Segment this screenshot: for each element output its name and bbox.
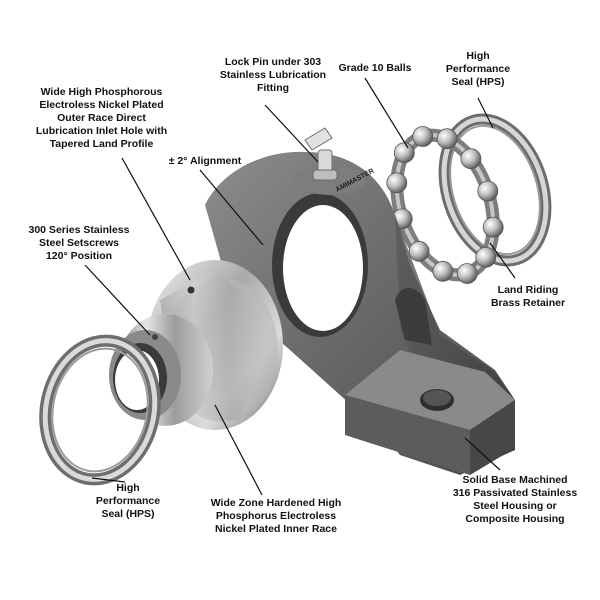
label-alignment: ± 2° Alignment: [168, 155, 242, 167]
leader-setscrews: [84, 264, 151, 336]
leader-alignment: [199, 169, 264, 246]
leader-lines: [84, 77, 516, 496]
label-seal-right: High Performance Seal (HPS): [445, 50, 511, 88]
ball: [412, 126, 434, 147]
pillow-block-housing: [205, 151, 515, 475]
label-seal-left: High Performance Seal (HPS): [95, 482, 161, 520]
label-balls: Grade 10 Balls: [338, 62, 412, 74]
leader-seal-left: [91, 477, 126, 483]
right-seal-ring: [438, 113, 552, 267]
ball: [408, 240, 430, 262]
ball: [475, 246, 497, 268]
leader-lube-inlet: [121, 157, 191, 281]
ball: [436, 128, 458, 150]
label-retainer: Land Riding Brass Retainer: [490, 284, 566, 309]
ball: [460, 148, 482, 170]
leader-balls: [364, 77, 409, 149]
label-inner-race: Wide Zone Hardened High Phosphorus Elect…: [210, 497, 342, 535]
ball: [482, 216, 504, 238]
left-seal-ring: [39, 334, 161, 486]
lube-inlet-hole: [187, 286, 195, 294]
leader-lock-pin: [264, 104, 319, 163]
ball: [456, 263, 478, 284]
leader-inner-race: [214, 404, 263, 496]
ball: [477, 180, 499, 202]
leader-base: [464, 437, 501, 471]
lubrication-fitting: [304, 127, 338, 181]
grade-10-balls: [386, 126, 504, 284]
ball: [393, 142, 415, 164]
label-base: Solid Base Machined 316 Passivated Stain…: [452, 474, 578, 525]
ball: [432, 260, 454, 282]
label-lube-inlet: Wide High Phosphorous Electroless Nickel…: [35, 86, 168, 150]
leader-retainer: [489, 242, 516, 279]
ball: [386, 172, 408, 194]
setscrew: [152, 334, 158, 340]
label-lock-pin: Lock Pin under 303 Stainless Lubrication…: [219, 56, 327, 94]
label-setscrews: 300 Series Stainless Steel Setscrews 120…: [28, 224, 130, 262]
leader-seal-right: [477, 97, 494, 129]
